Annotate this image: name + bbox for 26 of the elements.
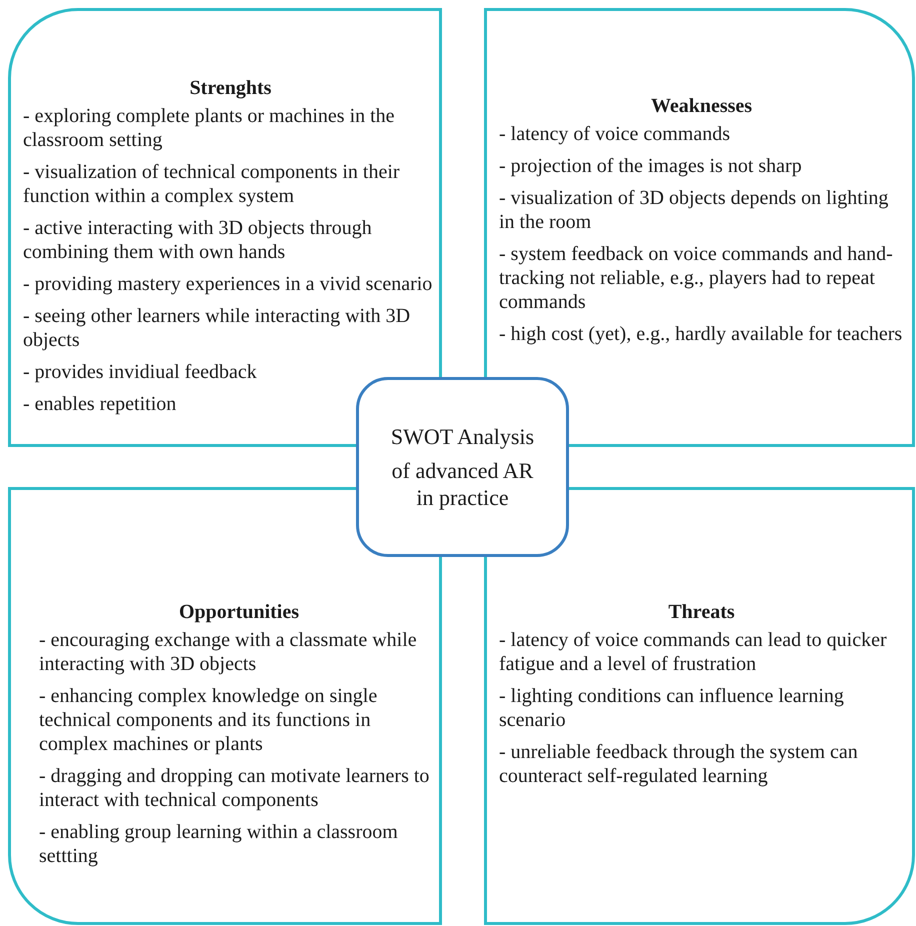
bullet-text: - unreliable feedback through the system can counteract self-regulated learning bbox=[499, 740, 859, 788]
bullet-text: - visualization of technical components in their function within a complex system bbox=[23, 160, 401, 208]
bullet-text: - latency of voice commands bbox=[499, 122, 732, 146]
center-box bbox=[356, 377, 569, 557]
quadrant-heading: Threats bbox=[667, 600, 736, 624]
bullet-text: - active interacting with 3D objects through combining them with own hands bbox=[23, 216, 373, 264]
bullet-text: - enabling group learning within a classroom settting bbox=[39, 820, 399, 868]
center-title: of advanced AR in practice bbox=[390, 457, 534, 511]
bullet-text: - provides invidiual feedback bbox=[23, 360, 258, 384]
quadrant-heading: Weaknesses bbox=[650, 94, 754, 118]
bullet-text: - high cost (yet), e.g., hardly available for teachers bbox=[499, 322, 904, 346]
quadrant-heading: Opportunities bbox=[178, 600, 300, 624]
bullet-text: - exploring complete plants or machines in the classroom setting bbox=[23, 104, 396, 152]
bullet-text: - enhancing complex knowledge on single technical components and its functions in complex machines or plants bbox=[39, 684, 378, 756]
bullet-text: - seeing other learners while interacting with 3D objects bbox=[23, 304, 412, 352]
bullet-text: - encouraging exchange with a classmate while interacting with 3D objects bbox=[39, 628, 418, 676]
bullet-text: - latency of voice commands can lead to quicker fatigue and a level of frustration bbox=[499, 628, 888, 676]
center-title: SWOT Analysis bbox=[390, 423, 536, 450]
bullet-text: - projection of the images is not sharp bbox=[499, 154, 803, 178]
bullet-text: - providing mastery experiences in a vivid scenario bbox=[23, 272, 434, 296]
bullet-text: - system feedback on voice commands and hand-tracking not reliable, e.g., players had to repeat commands bbox=[499, 242, 894, 314]
bullet-text: - dragging and dropping can motivate learners to interact with technical components bbox=[39, 764, 430, 812]
bullet-text: - enables repetition bbox=[23, 392, 178, 416]
bullet-text: - visualization of 3D objects depends on lighting in the room bbox=[499, 186, 890, 234]
quadrant-heading: Strenghts bbox=[188, 76, 272, 100]
bullet-text: - lighting conditions can influence learning scenario bbox=[499, 684, 845, 732]
